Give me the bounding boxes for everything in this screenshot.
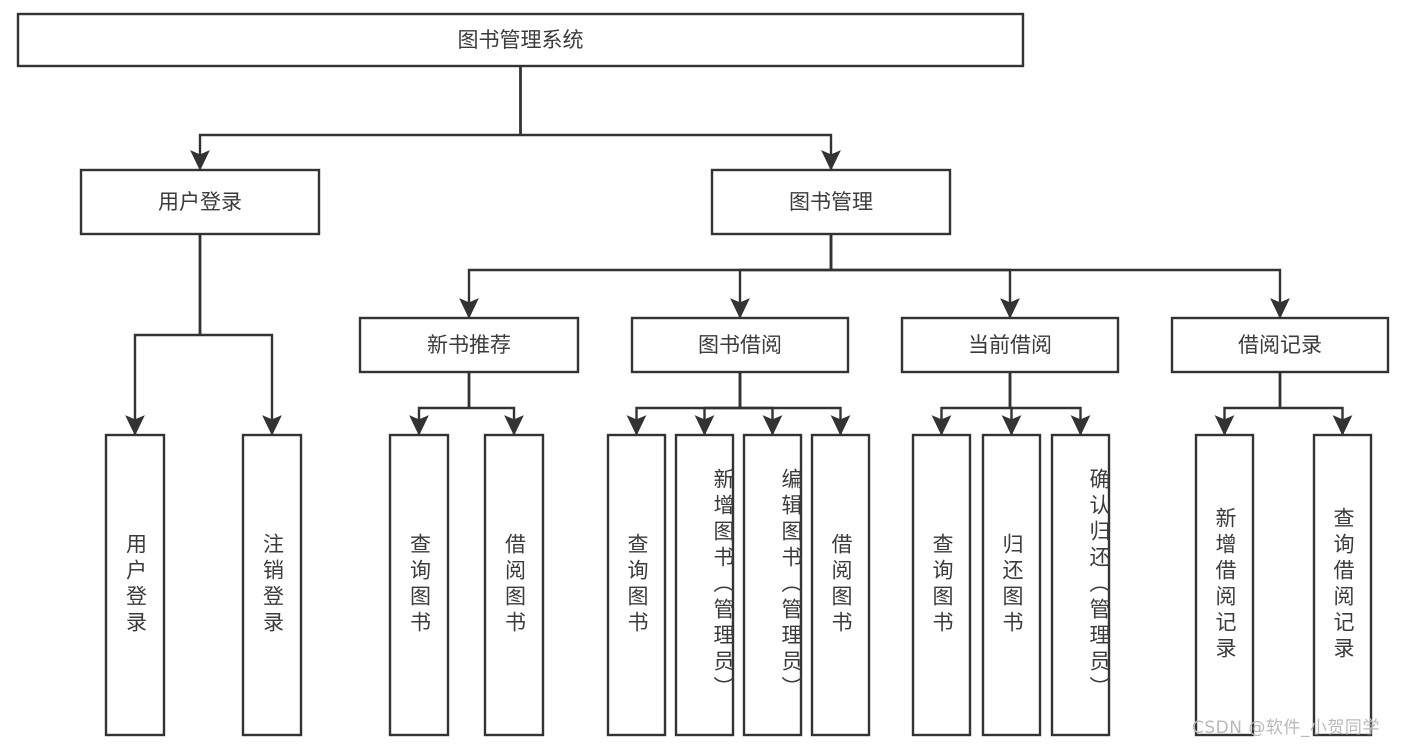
connector-login-to-leaf-1: [198, 234, 272, 434]
node-leaf-box-login-1[interactable]: [241, 433, 303, 737]
node-l3-box-3[interactable]: 借阅记录: [1170, 316, 1390, 374]
node-leaf-box-l3-2-1[interactable]: [981, 433, 1042, 737]
node-l2-box-0[interactable]: 用户登录: [79, 168, 321, 236]
connector-mgmt-to-l3-2: [829, 234, 1010, 317]
node-leaf-box-l3-0-1[interactable]: [483, 433, 545, 737]
connector-root-to-l2-0: [200, 66, 522, 169]
node-l2-box-1[interactable]: 图书管理: [710, 168, 952, 236]
connector-l3-0-to-leaf-1: [467, 372, 514, 434]
connector-login-to-leaf-0: [135, 234, 202, 434]
connector-l3-2-to-leaf-0: [942, 372, 1012, 434]
connector-l3-3-to-leaf-0: [1225, 372, 1282, 434]
connector-l3-1-to-leaf-3: [738, 372, 841, 434]
node-l3-box-1[interactable]: 图书借阅: [630, 316, 850, 374]
connector-mgmt-to-l3-1: [740, 234, 833, 317]
node-leaf-box-login-0[interactable]: [104, 433, 166, 737]
node-l3-label-2: 当前借阅: [968, 333, 1052, 357]
node-l2-label-1: 图书管理: [789, 190, 873, 214]
node-leaf-box-l3-1-2[interactable]: [742, 433, 803, 737]
csdn-watermark: CSDN @软件_小贺同学: [1192, 718, 1380, 738]
connector-l3-3-to-leaf-1: [1278, 372, 1343, 434]
node-leaf-box-l3-1-0[interactable]: [606, 433, 667, 737]
node-leaf-box-l3-2-0[interactable]: [911, 433, 972, 737]
node-leaf-box-l3-2-2[interactable]: [1050, 433, 1111, 737]
connector-layer: [135, 66, 1343, 434]
connector-root-to-l2-1: [519, 66, 832, 169]
connector-l3-1-to-leaf-1: [705, 372, 742, 434]
connector-mgmt-to-l3-3: [829, 234, 1280, 317]
node-leaf-box-l3-3-0[interactable]: [1194, 433, 1255, 737]
connector-mgmt-to-l3-0: [469, 234, 833, 317]
connector-l3-1-to-leaf-0: [637, 372, 742, 434]
node-l3-box-2[interactable]: 当前借阅: [900, 316, 1120, 374]
node-root-label: 图书管理系统: [458, 28, 584, 52]
node-l3-label-3: 借阅记录: [1238, 333, 1322, 357]
node-leaf-box-l3-1-3[interactable]: [810, 433, 871, 737]
connector-l3-1-to-leaf-2: [738, 372, 773, 434]
connector-l3-2-to-leaf-2: [1008, 372, 1081, 434]
node-leaf-box-l3-3-1[interactable]: [1312, 433, 1373, 737]
node-root-box[interactable]: 图书管理系统: [16, 12, 1025, 68]
node-l3-label-0: 新书推荐: [427, 333, 511, 357]
connector-l3-0-to-leaf-0: [419, 372, 471, 434]
node-leaf-box-l3-1-1[interactable]: [674, 433, 735, 737]
node-l2-label-0: 用户登录: [158, 190, 242, 214]
node-l3-box-0[interactable]: 新书推荐: [358, 316, 580, 374]
node-l3-label-1: 图书借阅: [698, 333, 782, 357]
node-leaf-box-l3-0-0[interactable]: [388, 433, 450, 737]
